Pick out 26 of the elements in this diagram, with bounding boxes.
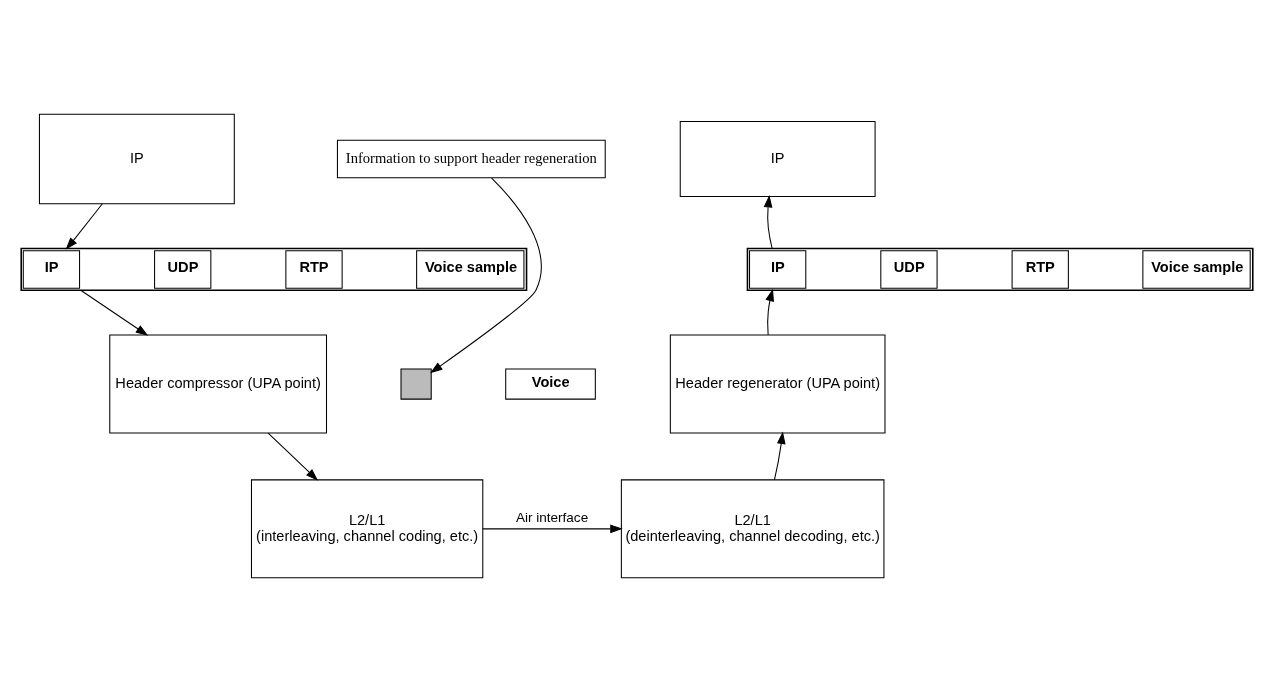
node-box: UDP — [154, 250, 212, 289]
arrow — [430, 177, 542, 374]
node-box: L2/L1 (interleaving, channel coding, etc.) — [250, 479, 484, 579]
arrow — [773, 431, 786, 481]
arrow — [765, 288, 774, 336]
arrow — [80, 289, 149, 336]
node-box: RTP — [1011, 250, 1069, 289]
node-box — [400, 368, 432, 400]
node-box: Header compressor (UPA point) — [109, 334, 327, 434]
node-box: UDP — [880, 250, 938, 289]
arrow — [65, 203, 103, 250]
node-box: IP — [679, 120, 876, 197]
node-box: IP — [749, 250, 807, 289]
edge-label: Air interface — [515, 509, 589, 525]
node-box: Information to support header regeneration — [336, 139, 606, 179]
arrow — [482, 524, 623, 534]
arrow — [763, 194, 773, 250]
node-box: L2/L1 (deinterleaving, channel decoding, etc.) — [620, 479, 885, 579]
node-box: IP — [38, 113, 235, 205]
node-box: IP — [22, 250, 81, 289]
node-box: Voice sample — [416, 250, 525, 289]
node-box: Voice — [505, 368, 596, 400]
node-box: Voice sample — [1142, 250, 1251, 289]
arrow — [267, 432, 319, 481]
node-box: Header regenerator (UPA point) — [669, 334, 886, 434]
node-box: RTP — [285, 250, 343, 289]
